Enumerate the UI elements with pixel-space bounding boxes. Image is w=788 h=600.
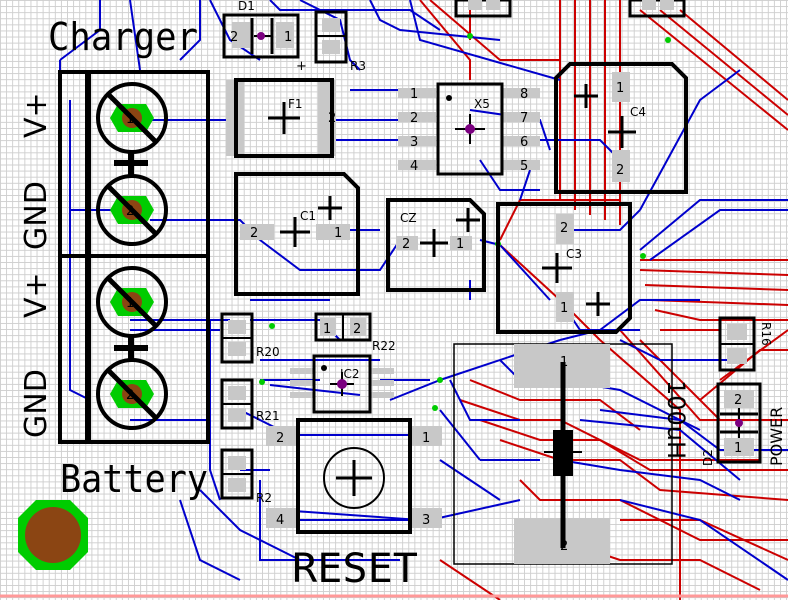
gnd-bottom-label: GND: [19, 369, 54, 438]
c4-pin-2: 2: [616, 163, 624, 178]
reset-switch: 2 1 4 3: [266, 418, 442, 534]
reset-pin-1: 1: [422, 431, 430, 446]
terminal-3-pin: 1: [126, 296, 134, 311]
capacitor-cz: CZ 2 1: [386, 198, 486, 292]
ic-x5: X5 1 2 3 4 8 7 6 5: [398, 82, 540, 176]
reset-pin-4: 4: [276, 513, 284, 528]
d2-pin-2: 2: [734, 393, 742, 408]
reset-label: RESET: [292, 546, 418, 592]
top-layer-traces: [419, 0, 788, 600]
r22-pin-2: 2: [353, 322, 361, 337]
cz-pin-1: 1: [456, 237, 464, 252]
reset-pin-3: 3: [422, 513, 430, 528]
r20-ref: R20: [256, 345, 280, 359]
vias: [259, 33, 671, 440]
terminal-screw-1: [96, 82, 168, 154]
resistor-r20: R20: [220, 312, 280, 364]
screw-terminal-block: 1 2 1 2: [58, 70, 210, 444]
x5-pin-6: 6: [520, 135, 528, 150]
cz-pin-2: 2: [402, 237, 410, 252]
x5-pin-5: 5: [520, 159, 528, 174]
x5-pin-7: 7: [520, 111, 528, 126]
c3-pin-1: 1: [560, 301, 568, 316]
cz-ref: CZ: [400, 211, 417, 225]
r2-ref: R2: [256, 491, 272, 505]
x5-pin-3: 3: [410, 135, 418, 150]
fuse-f1: F1 2: [226, 78, 336, 158]
reset-pin-2: 2: [276, 431, 284, 446]
terminal-1-pin: 1: [126, 112, 134, 127]
r3-plus: +: [296, 59, 307, 74]
battery-label: Battery: [60, 457, 208, 501]
inductor-pin-1: 1: [560, 355, 568, 370]
ic-ic2: IC2: [290, 354, 394, 414]
d1-ref: D1: [238, 0, 255, 13]
r16-ref: R16: [759, 322, 773, 346]
x5-pin-4: 4: [410, 159, 418, 174]
d2-pin-1: 1: [734, 441, 742, 456]
d1-pin-2: 2: [230, 30, 238, 45]
f1-pin-2: 2: [328, 111, 336, 126]
resistor-r22: R22 1 2: [314, 312, 396, 353]
x5-pin-8: 8: [520, 87, 528, 102]
x5-pin-2: 2: [410, 111, 418, 126]
r21-ref: R21: [256, 409, 280, 423]
inductor-100uh: 1 2 100uH: [453, 343, 690, 565]
c4-pin-1: 1: [616, 81, 624, 96]
c1-pin-2: 2: [250, 226, 258, 241]
led-d2-power: 2 1 D2 POWER: [701, 382, 786, 466]
capacitor-c1: C1 2 1: [234, 172, 360, 296]
diode-d1: D1 2 1: [222, 0, 300, 59]
terminal-4-pin: 2: [126, 388, 134, 403]
c4-ref: C4: [630, 105, 646, 119]
capacitor-c4: C4 1 2: [554, 62, 688, 194]
terminal-2-pin: 2: [126, 204, 134, 219]
mounting-hole: [18, 500, 88, 570]
x5-ref: X5: [474, 97, 490, 111]
f1-ref: F1: [288, 97, 303, 111]
gnd-top-label: GND: [19, 181, 54, 250]
resistor-r21: R21: [220, 378, 280, 430]
charger-label: Charger: [48, 15, 198, 59]
c3-ref: C3: [566, 247, 582, 261]
ic2-ref: IC2: [340, 367, 360, 381]
x5-pin-1: 1: [410, 87, 418, 102]
d2-ref: D2: [701, 449, 715, 466]
c1-pin-1: 1: [334, 226, 342, 241]
r3-ref: R3: [350, 59, 366, 73]
resistor-r3: R3 +: [296, 10, 366, 74]
vplus-top-label: V+: [19, 92, 54, 138]
inductor-value: 100uH: [662, 380, 690, 459]
r22-ref: R22: [372, 339, 396, 353]
resistor-r2: R2: [220, 448, 272, 505]
c3-pin-2: 2: [560, 221, 568, 236]
inductor-pin-2: 2: [560, 539, 568, 554]
top-edge-parts: [454, 0, 686, 18]
resistor-r16: R16: [718, 316, 773, 372]
c1-ref: C1: [300, 209, 316, 223]
d1-pin-1: 1: [284, 30, 292, 45]
r22-pin-1: 1: [323, 322, 331, 337]
capacitor-c3: C3 2 1: [496, 202, 632, 334]
vplus-bottom-label: V+: [19, 272, 54, 318]
power-label: POWER: [767, 407, 786, 466]
